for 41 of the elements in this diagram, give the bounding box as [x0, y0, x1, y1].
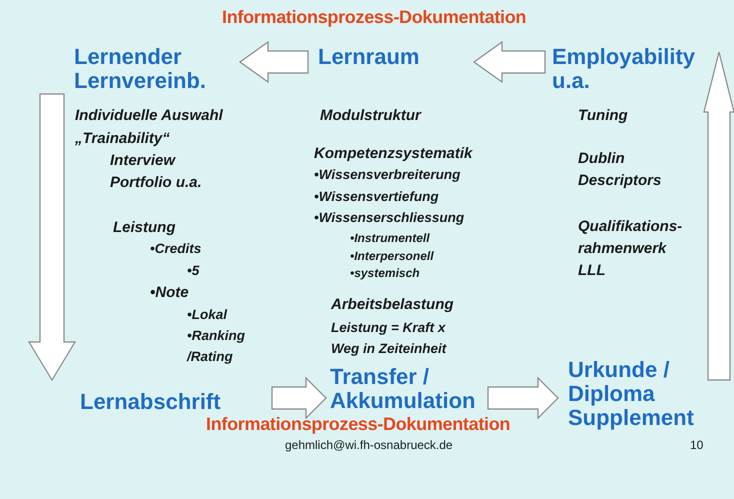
- note-text: •Wissensvertiefung: [314, 188, 439, 206]
- note-text: •Wissensverbreiterung: [314, 166, 460, 184]
- stage-label: Lernabschrift: [80, 390, 240, 414]
- note-text: Tuning: [578, 106, 628, 126]
- note-text: •Note: [150, 283, 189, 303]
- note-text: •Interpersonell: [350, 248, 434, 264]
- note-text: •Credits: [150, 240, 202, 258]
- note-text: Portfolio u.a.: [110, 173, 202, 193]
- footer-heading: Informationsprozess-Dokumentation: [206, 413, 510, 435]
- block-arrow: [703, 51, 734, 381]
- note-text: •Wissenserschliessung: [314, 209, 464, 227]
- footer-text: 10: [690, 437, 704, 453]
- note-text: •Instrumentell: [350, 230, 430, 246]
- note-text: •Ranking: [187, 327, 245, 345]
- stage-label: Urkunde / Diploma Supplement: [568, 358, 706, 430]
- note-text: Individuelle Auswahl: [75, 106, 223, 126]
- note-text: Dublin Descriptors: [578, 149, 662, 191]
- note-text: Weg in Zeiteinheit: [331, 340, 446, 358]
- note-text: „Trainability“: [75, 129, 170, 149]
- block-arrow: [472, 40, 546, 84]
- diagram-title: Informationsprozess-Dokumentation: [222, 6, 526, 28]
- note-text: Modulstruktur: [320, 106, 421, 126]
- note-text: Arbeitsbelastung: [331, 295, 454, 315]
- stage-label: Lernraum: [318, 45, 428, 69]
- block-arrow: [487, 376, 559, 420]
- note-text: /Rating: [187, 348, 233, 366]
- note-text: •Lokal: [187, 306, 227, 324]
- block-arrow: [271, 376, 327, 420]
- note-text: Leistung = Kraft x: [331, 319, 446, 337]
- note-text: Qualifikations- rahmenwerk LLL: [578, 217, 684, 281]
- footer-text: gehmlich@wi.fh-osnabrueck.de: [285, 437, 453, 453]
- note-text: Interview: [110, 151, 176, 171]
- note-text: Leistung: [113, 218, 176, 238]
- note-text: •systemisch: [350, 265, 420, 281]
- block-arrow: [238, 40, 309, 84]
- stage-label: Employability u.a.: [552, 45, 708, 93]
- block-arrow: [28, 93, 76, 382]
- note-text: •5: [187, 262, 200, 280]
- note-text: Kompetenzsystematik: [314, 144, 472, 164]
- stage-label: Transfer / Akkumulation: [330, 365, 482, 413]
- stage-label: Lernender Lernvereinb.: [74, 45, 242, 93]
